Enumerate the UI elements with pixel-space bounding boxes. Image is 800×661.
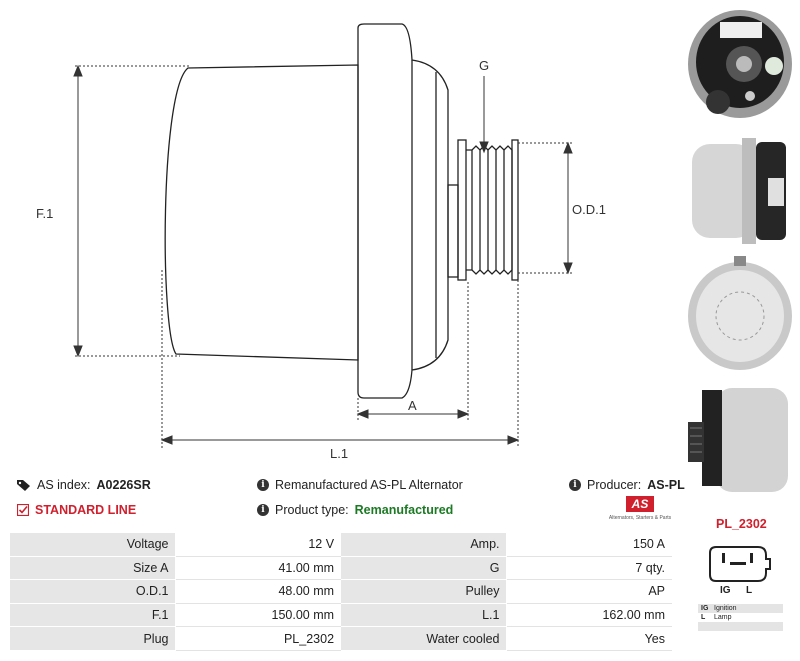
thumbnail-angled-view[interactable]	[680, 378, 800, 503]
spec-value: PL_2302	[174, 626, 342, 651]
spec-label: O.D.1	[9, 579, 176, 604]
producer-label: Producer:	[587, 478, 642, 492]
tag-icon	[17, 480, 30, 491]
producer-value: AS-PL	[647, 478, 685, 492]
spec-label: Plug	[9, 626, 176, 651]
logo-tagline: Alternators, Starters & Parts	[608, 515, 672, 521]
as-index-label: AS index:	[37, 478, 91, 492]
dim-label-od1: O.D.1	[572, 202, 606, 217]
standard-line-label: STANDARD LINE	[35, 503, 137, 517]
product-description: Remanufactured AS-PL Alternator	[275, 478, 463, 492]
thumbnail-rear-view[interactable]	[680, 4, 800, 129]
spec-value: AP	[505, 579, 672, 604]
as-index-value: A0226SR	[96, 478, 151, 492]
table-row: Plug PL_2302 Water cooled Yes	[9, 626, 672, 651]
spec-value: 41.00 mm	[174, 555, 342, 581]
logo-mark: AS	[626, 496, 654, 512]
spec-value: 162.00 mm	[505, 602, 672, 628]
spec-value: Yes	[505, 626, 672, 651]
pin-desc: Lamp	[714, 614, 732, 621]
spec-label: L.1	[340, 602, 507, 628]
spec-value: 7 qty.	[505, 555, 672, 581]
pin-label-l: L	[746, 585, 752, 595]
specs-table: Voltage 12 V Amp. 150 A Size A 41.00 mm …	[9, 532, 672, 651]
producer-row: i Producer: AS-PL	[569, 478, 685, 492]
table-row: Size A 41.00 mm G 7 qty.	[9, 555, 672, 581]
pin-desc: Ignition	[714, 605, 737, 612]
dim-label-g: G	[479, 58, 489, 73]
spec-label: Pulley	[340, 579, 507, 604]
pin-label-ig: IG	[720, 585, 731, 595]
product-type-label: Product type:	[275, 503, 349, 517]
as-logo: AS Alternators, Starters & Parts	[606, 496, 674, 524]
table-row: F.1 150.00 mm L.1 162.00 mm	[9, 602, 672, 628]
info-icon: i	[569, 479, 581, 491]
pin-legend: IG Ignition L Lamp	[698, 604, 783, 640]
plug-title: PL_2302	[716, 517, 767, 531]
thumbnail-side-view[interactable]	[680, 128, 800, 253]
description-row: i Remanufactured AS-PL Alternator	[257, 478, 463, 492]
product-type-row: i Product type: Remanufactured	[257, 503, 453, 517]
pin-key: L	[701, 614, 706, 621]
dim-label-a: A	[408, 398, 417, 413]
pin-key: IG	[701, 605, 709, 612]
technical-drawing: G O.D.1 F.1 A L.1	[36, 23, 606, 461]
spec-label: Amp.	[340, 532, 507, 557]
dim-label-l1: L.1	[330, 446, 348, 461]
spec-label: F.1	[9, 602, 176, 628]
housing-flange-outline	[357, 23, 449, 399]
spec-value: 150 A	[505, 532, 672, 557]
spec-value: 150.00 mm	[174, 602, 342, 628]
product-type-value: Remanufactured	[354, 503, 454, 517]
alternator-body-outline	[164, 64, 359, 361]
dim-label-f1: F.1	[36, 206, 53, 221]
pin-legend-row: L Lamp	[698, 613, 783, 622]
plug-connector-icon: IG L	[709, 546, 771, 595]
pin-legend-row	[698, 622, 783, 631]
spec-label: Water cooled	[340, 626, 507, 651]
info-icon: i	[257, 504, 269, 516]
thumbnail-front-view[interactable]	[680, 254, 800, 379]
as-index-row: AS index: A0226SR	[17, 478, 151, 492]
spec-label: Voltage	[9, 532, 176, 557]
pin-legend-row: IG Ignition	[698, 604, 783, 613]
spec-value: 48.00 mm	[174, 579, 342, 604]
checkbox-checked-icon	[17, 504, 29, 516]
standard-line-row: STANDARD LINE	[17, 503, 136, 517]
spec-label: G	[340, 555, 507, 581]
info-icon: i	[257, 479, 269, 491]
table-row: O.D.1 48.00 mm Pulley AP	[9, 579, 672, 604]
pin-legend-row	[698, 631, 783, 640]
pulley-grooves	[466, 145, 513, 275]
spec-value: 12 V	[174, 532, 342, 557]
spec-label: Size A	[9, 555, 176, 581]
table-row: Voltage 12 V Amp. 150 A	[9, 532, 672, 557]
